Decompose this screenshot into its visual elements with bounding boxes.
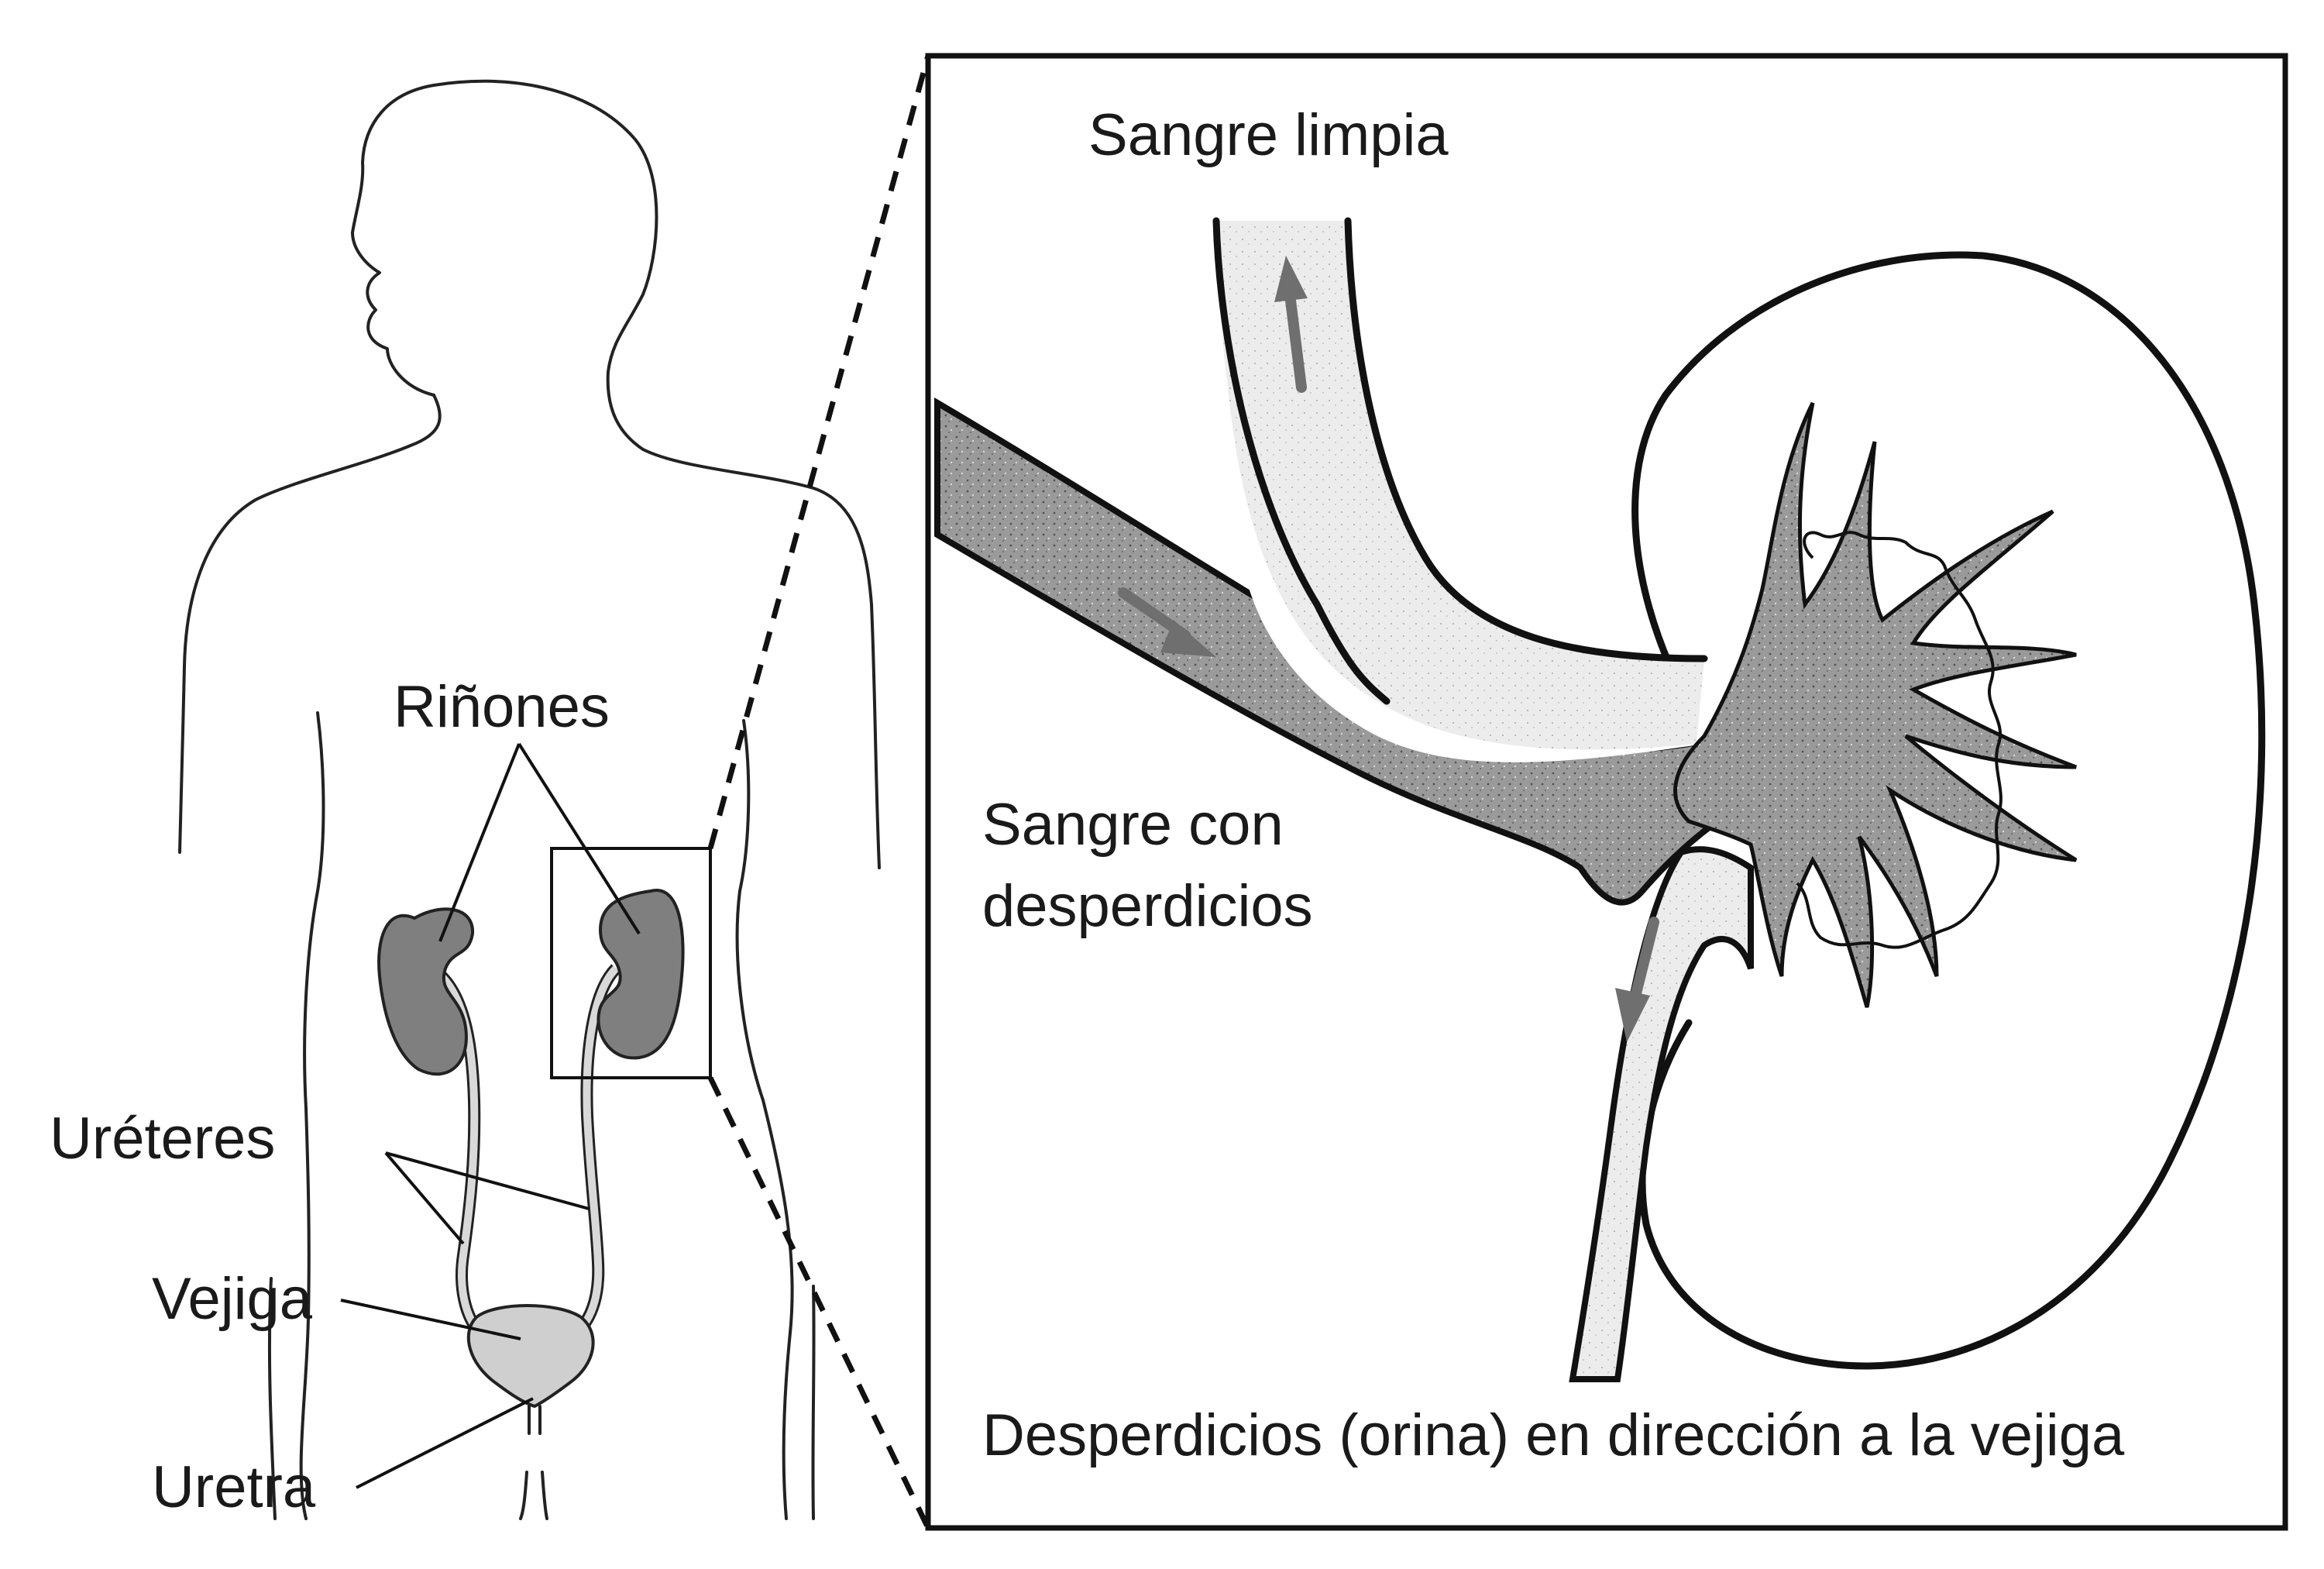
leader-lines <box>340 742 641 1489</box>
clean-blood-label: Sangre limpia <box>1088 102 1449 168</box>
urethra-label: Uretra <box>152 1454 316 1520</box>
urine-to-bladder-label: Desperdicios (orina) en dirección a la v… <box>982 1402 2125 1468</box>
body-silhouette <box>178 79 881 1520</box>
ureter-detail <box>1569 846 1754 1382</box>
ureters <box>437 964 621 1337</box>
flow-arrows <box>1118 256 1659 1042</box>
kidney-detail <box>934 217 2266 1382</box>
right-kidney <box>596 889 685 1060</box>
renal-vein-fill <box>1216 221 1704 750</box>
kidneys-label: Riñones <box>394 674 610 740</box>
zoom-connector-top <box>707 55 931 849</box>
medulla-outline <box>1796 531 2003 949</box>
blood-with-waste-label-line1: Sangre con <box>982 792 1284 858</box>
blood-with-waste-label-line2: desperdicios <box>982 873 1313 939</box>
ureters-label: Uréteres <box>50 1106 275 1172</box>
renal-pelvis <box>1673 401 2078 1008</box>
bladder-label: Vejiga <box>152 1266 313 1332</box>
bladder <box>466 1304 595 1435</box>
left-kidney <box>377 907 475 1076</box>
kidney-capsule-outline <box>1631 251 2266 1370</box>
zoom-connector-bottom <box>707 1076 931 1529</box>
zoom-region-box <box>550 847 712 1079</box>
